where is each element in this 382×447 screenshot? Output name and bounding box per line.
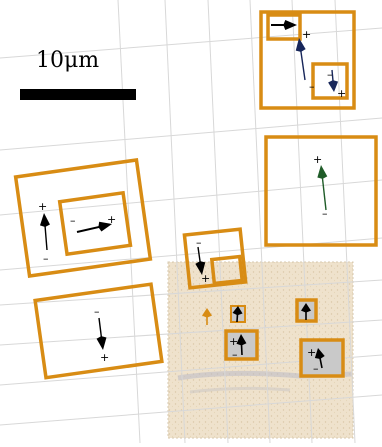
sign-minus: – bbox=[70, 214, 76, 227]
scale-bar bbox=[20, 89, 136, 100]
sign-plus: + bbox=[229, 335, 238, 348]
arrow-left-lower bbox=[97, 318, 107, 350]
sign-minus: – bbox=[322, 207, 328, 220]
sign-minus: – bbox=[309, 80, 315, 93]
arrow-right-middle bbox=[317, 165, 327, 210]
sign-minus: – bbox=[313, 362, 319, 375]
sign-minus: – bbox=[196, 236, 202, 249]
arrow-left-upper-vertical bbox=[40, 213, 50, 250]
grid-line bbox=[118, 0, 140, 443]
sign-plus: + bbox=[337, 87, 346, 100]
sign-minus: – bbox=[327, 68, 333, 81]
sign-plus: + bbox=[201, 272, 210, 285]
sign-plus: + bbox=[302, 28, 311, 41]
arrow-top-right-vertical bbox=[296, 38, 306, 80]
sign-minus: – bbox=[43, 252, 49, 265]
sign-plus: + bbox=[313, 153, 322, 166]
sign-minus: – bbox=[232, 348, 238, 361]
sign-plus: + bbox=[38, 200, 47, 213]
sign-plus: + bbox=[107, 213, 116, 226]
sign-plus: + bbox=[100, 351, 109, 364]
sign-minus: – bbox=[94, 305, 100, 318]
scale-bar-label: 10μm bbox=[36, 48, 99, 73]
sign-plus: + bbox=[307, 346, 316, 359]
grid-line bbox=[0, 118, 382, 150]
